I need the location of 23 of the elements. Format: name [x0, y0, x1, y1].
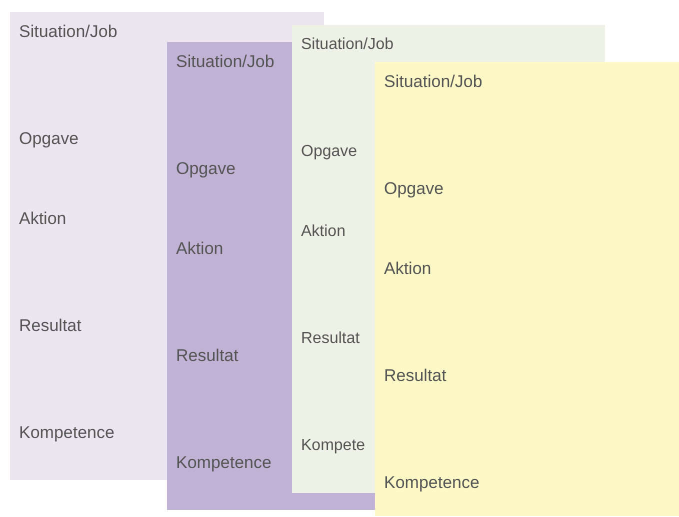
card-label: Situation/Job	[384, 72, 482, 92]
card-label: Situation/Job	[301, 35, 394, 55]
card-label: Kompetence	[176, 453, 272, 473]
card-label: Aktion	[384, 259, 432, 279]
card-label: Situation/Job	[176, 52, 274, 72]
card-label: Opgave	[176, 159, 236, 179]
card-label: Aktion	[301, 222, 346, 242]
card-label: Resultat	[176, 346, 238, 366]
card	[167, 42, 292, 510]
card-label: Kompete	[301, 436, 366, 456]
card-label: Kompetence	[384, 473, 480, 493]
card-label: Opgave	[301, 142, 358, 162]
card-label: Opgave	[19, 129, 79, 149]
card-label: Opgave	[384, 179, 444, 199]
card-label: Situation/Job	[19, 22, 118, 42]
card-label: Resultat	[301, 329, 360, 349]
card-label: Aktion	[176, 239, 224, 259]
card	[375, 62, 679, 516]
card-label: Kompetence	[19, 423, 114, 443]
card-label: Resultat	[19, 316, 82, 336]
card-label: Resultat	[384, 366, 446, 386]
card-label: Aktion	[19, 209, 66, 229]
card	[10, 12, 167, 480]
